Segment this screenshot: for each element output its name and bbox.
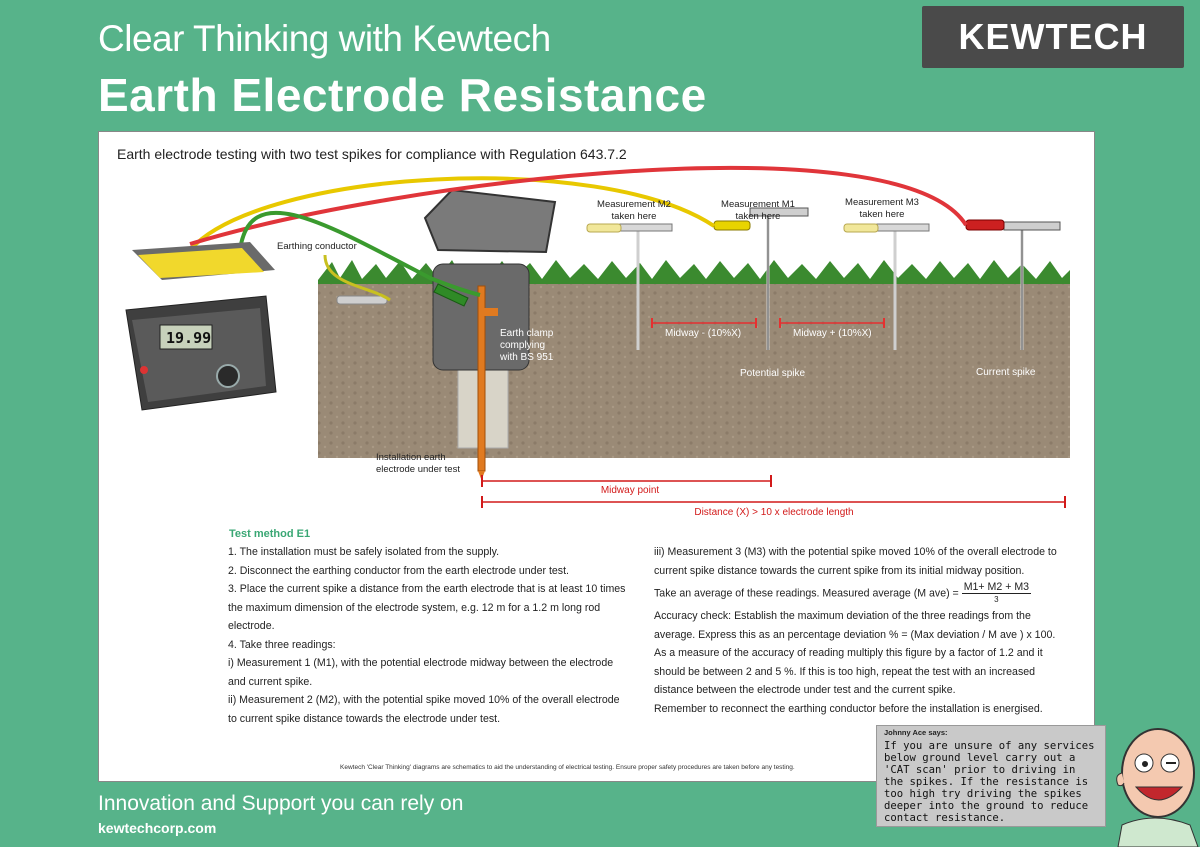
label-m2-2: taken here (612, 211, 657, 222)
label-earth-clamp-3: with BS 951 (499, 352, 554, 363)
reconnect-note: Remember to reconnect the earthing condu… (654, 702, 1043, 715)
footer-slogan: Innovation and Support you can rely on (98, 792, 464, 815)
label-distance: Distance (X) > 10 x electrode length (694, 507, 853, 518)
step-4i: i) Measurement 1 (M1), with the potentia… (228, 657, 614, 688)
earthing-conductor (323, 254, 391, 302)
label-midway-point: Midway point (601, 485, 660, 496)
johnny-ace-avatar (1116, 728, 1199, 847)
green-clip-icon (433, 283, 469, 307)
label-m3-1: Measurement M3 (845, 197, 919, 208)
page-title: Earth Electrode Resistance (98, 69, 707, 121)
diagram-subtitle: Earth electrode testing with two test sp… (117, 146, 627, 162)
average-formula: Take an average of these readings. Measu… (654, 582, 1074, 605)
label-earthing-conductor: Earthing conductor (277, 241, 357, 252)
tagline: Clear Thinking with Kewtech (98, 18, 551, 59)
average-fraction: M1+ M2 + M3 3 (961, 581, 1032, 605)
green-lead (238, 210, 481, 297)
label-midway-minus: Midway - (10%X) (665, 328, 741, 339)
earth-electrode-rod (477, 285, 486, 472)
tip-heading: Johnny Ace says: (884, 728, 948, 737)
method-left-column: 1. The installation must be safely isola… (228, 543, 628, 728)
meter-reading: 19.99 (166, 329, 211, 347)
average-numerator: M1+ M2 + M3 (961, 581, 1032, 594)
label-m1-1: Measurement M1 (721, 199, 795, 210)
kewtech-logo: KEWTECH (922, 6, 1184, 68)
footnote: Kewtech 'Clear Thinking' diagrams are sc… (340, 764, 795, 771)
accuracy-check: Accuracy check: Establish the maximum de… (654, 610, 1056, 641)
tip-text: If you are unsure of any services below … (884, 740, 1095, 824)
step-2: 2. Disconnect the earthing conductor fro… (228, 564, 569, 577)
label-earth-clamp-2: complying (500, 340, 545, 351)
footer-url[interactable]: kewtechcorp.com (98, 820, 217, 836)
step-1: 1. The installation must be safely isola… (228, 546, 500, 558)
step-4: 4. Take three readings: (228, 638, 336, 651)
label-midway-plus: Midway + (10%X) (793, 328, 872, 339)
label-m1-2: taken here (736, 211, 781, 222)
step-4ii: ii) Measurement 2 (M2), with the potenti… (228, 694, 620, 725)
step-3: 3. Place the current spike a distance fr… (228, 583, 626, 632)
method-heading: Test method E1 (229, 528, 311, 540)
label-current-spike: Current spike (976, 367, 1036, 378)
accuracy-measure: As a measure of the accuracy of reading … (654, 647, 1043, 696)
tip-box (876, 725, 1106, 827)
earth-clamp-icon (484, 308, 498, 316)
label-m3-2: taken here (860, 209, 905, 220)
label-installation-electrode-1: Installation earth (376, 452, 446, 463)
label-potential-spike: Potential spike (740, 368, 805, 379)
conductor-stub (336, 295, 388, 305)
method-right-column: iii) Measurement 3 (M3) with the potenti… (654, 543, 1074, 718)
pit-lid (423, 188, 557, 254)
label-m2-1: Measurement M2 (597, 199, 671, 210)
average-prefix: Take an average of these readings. Measu… (654, 587, 959, 600)
earth-test-diagram: 19.99 Earthing conductor Earth clamp com… (125, 165, 1070, 518)
label-earth-clamp-1: Earth clamp (500, 328, 554, 339)
yellow-lead (188, 176, 716, 252)
earth-tester-meter (125, 242, 277, 411)
label-installation-electrode-2: electrode under test (376, 464, 460, 475)
average-denominator: 3 (994, 595, 999, 604)
step-4iii: iii) Measurement 3 (M3) with the potenti… (654, 546, 1057, 577)
